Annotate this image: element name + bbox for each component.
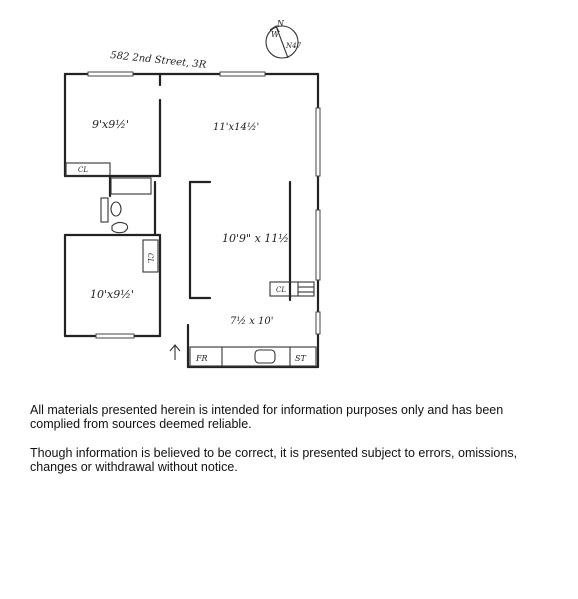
compass-angle-label: N47 [285,42,302,50]
stove-label: ST [295,354,306,363]
entry-arrow-icon [169,344,181,360]
compass-w-label: W [271,30,280,39]
address-label: 582 2nd Street, 3R [110,50,207,71]
disclaimer-line-2: Though information is believed to be cor… [30,446,518,474]
closet-1-label: CL [78,166,88,174]
fridge-label: FR [195,354,208,363]
room-bedroom-bottom-label: 10'x9½' [90,288,134,301]
floor-plan: 582 2nd Street, 3R W N N47 CL 9'x9½' [63,19,321,369]
bedroom-bottom: CL 10'x9½' [63,233,162,338]
room-center-label: 10'9" x 11½' [222,232,292,245]
bathroom [100,174,157,236]
windows [87,71,321,339]
closet-2-label: CL [146,253,154,263]
closet-3: CL [269,281,315,297]
closet-3-label: CL [276,286,286,294]
kitchen: 7½ x 10' FR ST [189,316,317,367]
room-bedroom-top-label: 9'x9½' [92,118,129,131]
central-partitions [186,180,292,369]
compass-n-label: N [276,19,285,28]
bedroom-top: CL 9'x9½' [63,72,162,178]
compass-icon: W N N47 [265,19,302,59]
disclaimer-line-1: All materials presented herein is intend… [30,403,504,431]
room-living-label: 11'x14½' [213,122,259,133]
room-kitchen-label: 7½ x 10' [230,316,274,327]
